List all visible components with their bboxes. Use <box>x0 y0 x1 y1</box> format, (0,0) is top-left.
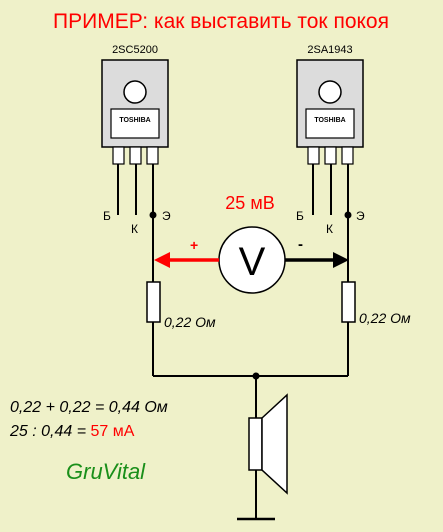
transistor-right-pin-base <box>307 146 320 165</box>
transistor-right-model: 2SA1943 <box>307 44 352 56</box>
voltmeter-reading: 25 мВ <box>225 193 274 213</box>
speaker-cone <box>261 393 288 495</box>
transistor-left-pin-collector <box>129 146 142 165</box>
probe-positive-arrowhead <box>154 252 170 268</box>
calculation-result: 57 мА <box>91 423 135 440</box>
transistor-left-pin-emitter <box>146 146 159 165</box>
transistor-left-label-b: Б <box>103 209 111 223</box>
transistor-right-brand: TOSHIBA <box>314 117 345 124</box>
probe-negative-sign: - <box>298 236 303 253</box>
resistor-left-value: 0,22 Ом <box>164 314 216 330</box>
probe-negative-arrowhead <box>333 252 349 268</box>
transistor-right-label-e: Э <box>356 209 365 223</box>
transistor-right-body <box>305 108 355 139</box>
calculation-line-1: 0,22 + 0,22 = 0,44 Ом <box>10 399 168 416</box>
speaker-magnet <box>248 417 263 471</box>
voltmeter: V <box>218 226 286 294</box>
probe-positive-sign: + <box>190 237 198 253</box>
transistor-right-label-b: Б <box>296 209 304 223</box>
resistor-right-value: 0,22 Ом <box>359 310 411 326</box>
calculation-line-2-prefix: 25 : 0,44 = <box>9 423 91 440</box>
transistor-right-mount-hole <box>318 80 342 104</box>
calculation-line-2: 25 : 0,44 = 57 мА <box>9 423 135 440</box>
transistor-left-brand: TOSHIBA <box>119 117 150 124</box>
voltmeter-symbol: V <box>239 240 266 284</box>
transistor-left-model: 2SC5200 <box>112 44 158 56</box>
author-signature: GruVital <box>66 459 146 484</box>
transistor-left-label-e: Э <box>162 209 171 223</box>
resistor-left <box>146 281 161 323</box>
speaker-icon <box>248 393 288 495</box>
transistor-right-pin-collector <box>324 146 337 165</box>
transistor-left-body <box>110 108 160 139</box>
transistor-right-label-k: К <box>326 222 333 236</box>
transistor-left-label-k: К <box>131 222 138 236</box>
transistor-left-mount-hole <box>123 80 147 104</box>
transistor-right: 2SA1943 TOSHIBA Б К Э <box>296 44 365 236</box>
transistor-left: 2SC5200 TOSHIBA Б К Э <box>101 44 171 236</box>
resistor-right <box>341 281 356 323</box>
page-title: ПРИМЕР: как выставить ток покоя <box>53 10 389 33</box>
transistor-right-pin-emitter <box>341 146 354 165</box>
transistor-left-pin-base <box>112 146 125 165</box>
